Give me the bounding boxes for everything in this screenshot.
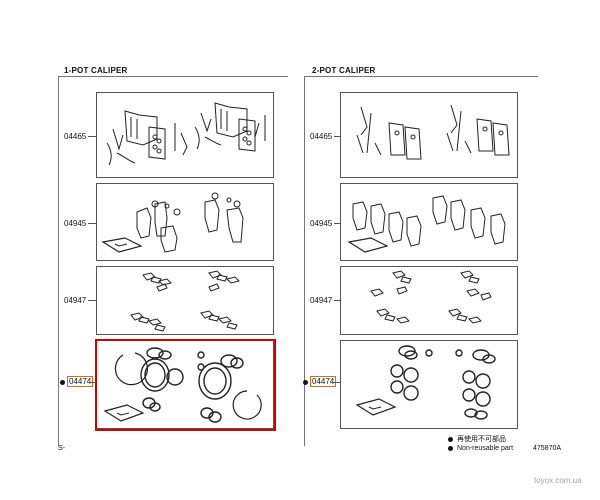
left-section-bracket bbox=[58, 76, 59, 446]
legend-nonreusable-en: Non-reusable part bbox=[448, 445, 513, 452]
right-part-label-04945: 04945 bbox=[310, 219, 333, 228]
right-panel-shims bbox=[340, 266, 518, 335]
right-label-line-04947 bbox=[334, 300, 340, 301]
shim-kit-illustration bbox=[130, 270, 240, 332]
left-panel-shims bbox=[96, 266, 274, 335]
right-label-line-04465 bbox=[334, 136, 340, 137]
figure-code: 475870A bbox=[533, 445, 562, 452]
watermark: toyox.com.ua bbox=[534, 476, 582, 485]
brake-pads-illustration bbox=[106, 102, 266, 166]
right-part-number-04474: 04474 bbox=[310, 376, 337, 387]
left-panel-pads bbox=[96, 92, 274, 178]
right-label-line-04945 bbox=[334, 223, 340, 224]
legend-dot-icon bbox=[448, 445, 453, 451]
hardware-kit-illustration bbox=[347, 195, 506, 253]
left-panel-seal-kit bbox=[96, 340, 274, 429]
left-label-line-04947 bbox=[88, 300, 96, 301]
left-section-rule bbox=[58, 76, 288, 77]
right-panel-hardware bbox=[340, 183, 518, 261]
right-part-label-04465: 04465 bbox=[310, 132, 333, 141]
left-label-line-04474 bbox=[91, 382, 96, 383]
right-part-label-04474: 04474 bbox=[310, 376, 337, 387]
right-section-title: 2-POT CALIPER bbox=[312, 66, 376, 75]
cylinder-kit-illustration bbox=[355, 345, 496, 420]
left-label-line-04465 bbox=[88, 136, 96, 137]
left-part-label-04465: 04465 bbox=[64, 132, 87, 141]
right-part-label-04947: 04947 bbox=[310, 296, 333, 305]
left-seal-kit-highlight-box bbox=[95, 339, 276, 431]
legend-text-jp: 再使用不可部品 bbox=[457, 436, 506, 443]
left-label-line-04945 bbox=[88, 223, 96, 224]
right-section-bracket bbox=[304, 76, 305, 446]
left-nonreusable-dot bbox=[60, 380, 65, 385]
right-section-rule bbox=[304, 76, 538, 77]
hardware-kit-illustration bbox=[101, 192, 244, 253]
left-part-number-04474: 04474 bbox=[67, 376, 94, 387]
legend-dot-icon bbox=[448, 436, 453, 442]
left-part-label-04947: 04947 bbox=[64, 296, 87, 305]
cylinder-kit-illustration bbox=[103, 347, 262, 423]
left-part-label-04945: 04945 bbox=[64, 219, 87, 228]
right-label-line-04474 bbox=[334, 382, 340, 383]
legend-nonreusable-jp: 再使用不可部品 bbox=[448, 434, 506, 444]
left-section-title: 1-POT CALIPER bbox=[64, 66, 128, 75]
left-part-label-04474: 04474 bbox=[67, 376, 94, 387]
right-nonreusable-dot bbox=[303, 380, 308, 385]
brake-pads-illustration bbox=[356, 104, 510, 160]
legend-text-en: Non-reusable part bbox=[457, 445, 514, 452]
right-panel-pads bbox=[340, 92, 518, 178]
right-panel-seal-kit bbox=[340, 340, 518, 429]
footer-prefix: S- bbox=[58, 445, 65, 452]
shim-kit-illustration bbox=[370, 270, 492, 324]
left-panel-hardware bbox=[96, 183, 274, 261]
